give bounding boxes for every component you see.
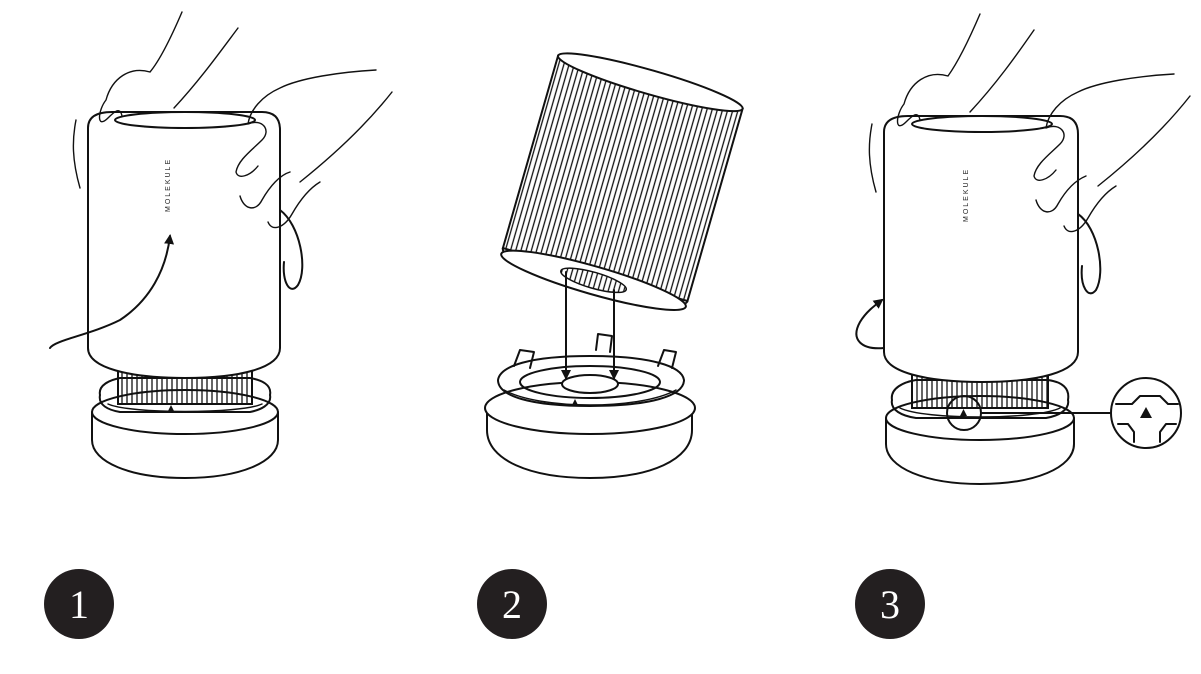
brand-label-step-3: MOLEKULE [963, 168, 970, 222]
lift-arrow [49, 234, 175, 349]
carry-strap [279, 209, 304, 290]
step-2-illustration [484, 52, 744, 479]
brand-label: MOLEKULE [165, 158, 172, 212]
empty-base [484, 333, 696, 479]
purifier-body-lowered: MOLEKULE [883, 115, 1079, 383]
step-badge-2: 2 [477, 569, 547, 639]
step-number-2: 2 [502, 582, 522, 627]
left-hand-step-3 [868, 13, 1035, 193]
purifier-body: MOLEKULE [87, 111, 281, 379]
step-number-1: 1 [69, 582, 89, 627]
carry-strap-step-3 [1077, 213, 1102, 295]
step-1-illustration: MOLEKULE [49, 11, 393, 479]
right-hand [235, 69, 393, 229]
step-badge-1: 1 [44, 569, 114, 639]
step-3-illustration: MOLEKULE [855, 13, 1191, 485]
twist-arrow [855, 298, 885, 350]
step-number-3: 3 [880, 582, 900, 627]
new-filter [500, 52, 744, 311]
alignment-callout-magnified [1110, 377, 1182, 449]
right-hand-step-3 [1033, 73, 1191, 233]
left-hand [72, 11, 239, 189]
step-badge-3: 3 [855, 569, 925, 639]
